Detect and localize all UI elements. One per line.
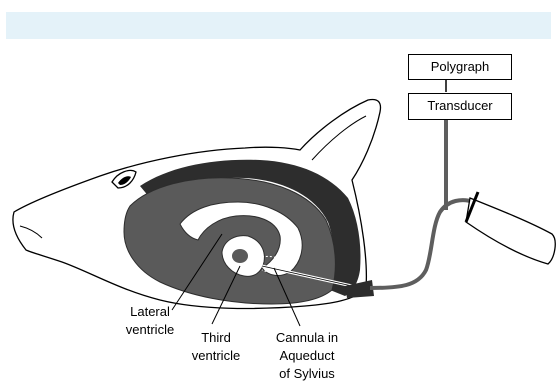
cannula-label: Cannula in Aqueduct of Sylvius <box>262 329 352 383</box>
third-ventricle-core <box>232 249 248 263</box>
transducer-box: Transducer <box>408 93 512 120</box>
syringe <box>466 198 555 264</box>
polygraph-label: Polygraph <box>431 59 490 74</box>
transducer-label: Transducer <box>427 98 492 113</box>
polygraph-box: Polygraph <box>408 54 512 80</box>
tubing <box>370 200 474 288</box>
third-ventricle-label: Third ventricle <box>176 329 256 365</box>
